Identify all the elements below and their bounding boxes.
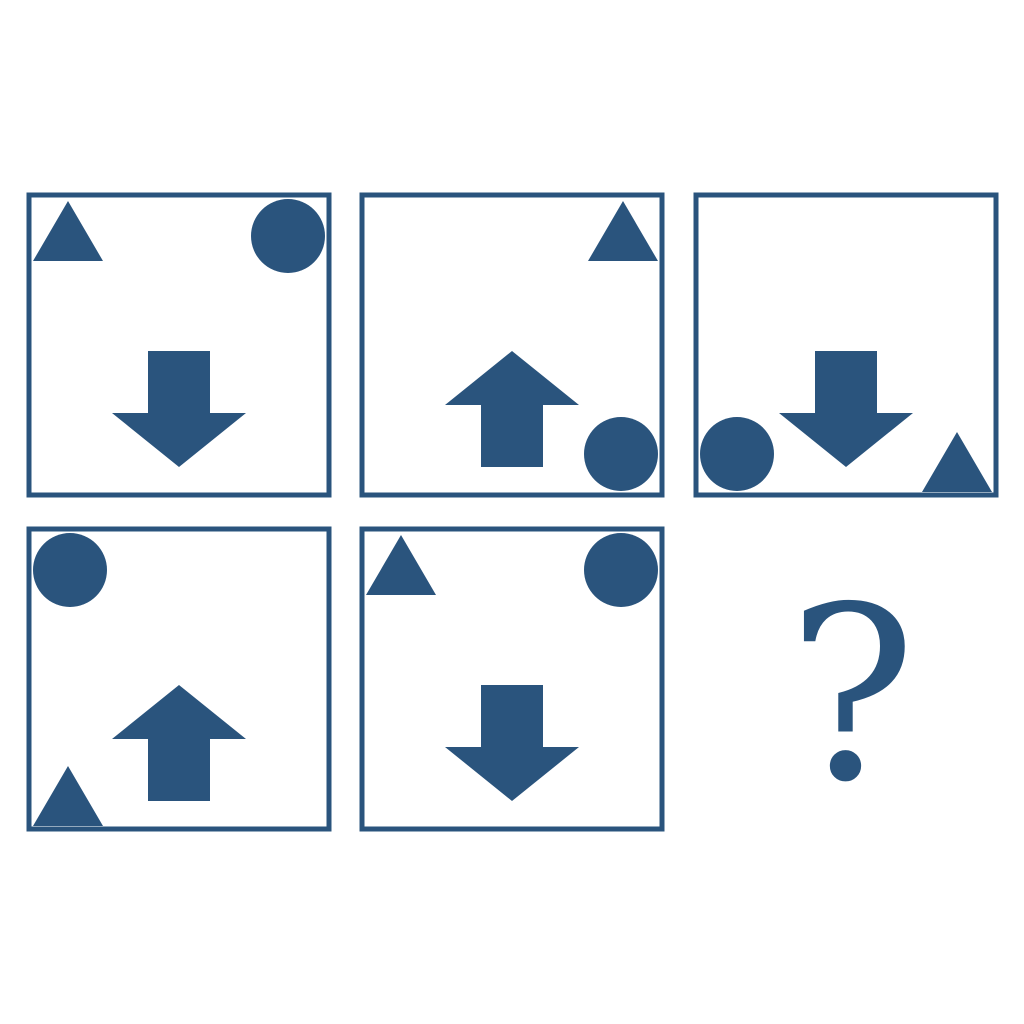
- triangle-shape: [33, 201, 103, 261]
- panel-frame: [26, 526, 332, 832]
- circle-shape: [584, 417, 658, 491]
- panel-frame: [693, 192, 999, 498]
- panel-5: [359, 526, 665, 832]
- triangle-shape: [922, 432, 992, 492]
- panel-frame: [359, 192, 665, 498]
- arrow-up-icon: [445, 351, 579, 467]
- triangle-shape: [33, 766, 103, 826]
- circle-shape: [584, 533, 658, 607]
- arrow-down-icon: [779, 351, 913, 467]
- triangle-shape: [588, 201, 658, 261]
- panel-4: [26, 526, 332, 832]
- question-mark: ?: [787, 555, 917, 835]
- circle-shape: [251, 199, 325, 273]
- panel-1: [26, 192, 332, 498]
- circle-shape: [33, 533, 107, 607]
- panel-3: [693, 192, 999, 498]
- circle-shape: [700, 417, 774, 491]
- triangle-shape: [366, 535, 436, 595]
- arrow-down-icon: [445, 685, 579, 801]
- panel-frame: [359, 526, 665, 832]
- arrow-down-icon: [112, 351, 246, 467]
- panel-frame: [26, 192, 332, 498]
- panel-2: [359, 192, 665, 498]
- arrow-up-icon: [112, 685, 246, 801]
